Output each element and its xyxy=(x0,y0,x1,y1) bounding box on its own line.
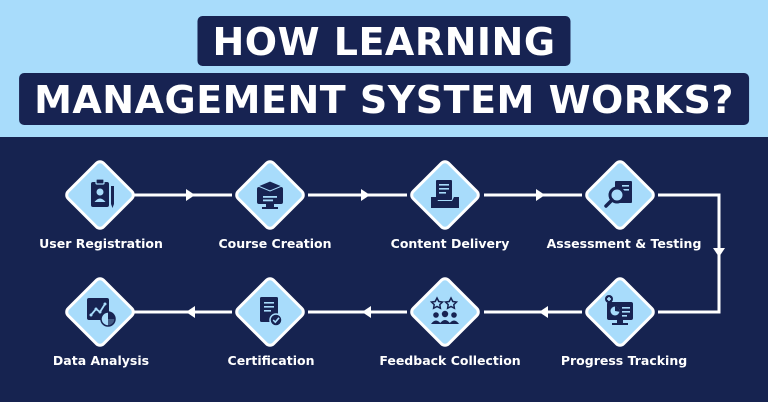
arrowhead xyxy=(361,189,370,201)
progress-monitor-icon xyxy=(605,295,633,325)
step-8 xyxy=(65,277,135,347)
step-1 xyxy=(65,160,135,230)
title-line-1: HOW LEARNING xyxy=(197,16,571,66)
connector-4-5 xyxy=(658,193,721,314)
step-label-feedback-collection: Feedback Collection xyxy=(379,353,521,368)
id-badge-icon xyxy=(91,178,114,208)
step-label-assessment-testing: Assessment & Testing xyxy=(546,236,702,251)
arrowhead xyxy=(536,189,545,201)
star-rating-people-icon xyxy=(429,296,459,324)
step-label-progress-tracking: Progress Tracking xyxy=(560,353,688,368)
title-line-2: MANAGEMENT SYSTEM WORKS? xyxy=(19,73,749,125)
step-label-course-creation: Course Creation xyxy=(218,236,332,251)
arrowheads xyxy=(186,189,725,318)
header-band: HOW LEARNING MANAGEMENT SYSTEM WORKS? xyxy=(0,0,768,137)
arrowhead xyxy=(713,248,725,257)
graduation-monitor-icon xyxy=(256,180,284,209)
chart-analysis-icon xyxy=(87,298,116,327)
step-5 xyxy=(585,277,655,347)
step-3 xyxy=(410,160,480,230)
connectors xyxy=(130,193,721,314)
step-label-certification: Certification xyxy=(227,353,315,368)
arrowhead xyxy=(186,306,195,318)
arrowhead xyxy=(362,306,371,318)
certificate-icon xyxy=(260,297,283,327)
step-label-user-registration: User Registration xyxy=(39,236,163,251)
step-2 xyxy=(235,160,305,230)
step-4 xyxy=(585,160,655,230)
step-label-data-analysis: Data Analysis xyxy=(52,353,150,368)
magnifier-document-icon xyxy=(604,181,632,208)
step-7 xyxy=(235,277,305,347)
step-label-content-delivery: Content Delivery xyxy=(390,236,510,251)
step-6 xyxy=(410,277,480,347)
document-tray-icon xyxy=(431,180,459,208)
arrowhead xyxy=(539,306,548,318)
arrowhead xyxy=(186,189,195,201)
